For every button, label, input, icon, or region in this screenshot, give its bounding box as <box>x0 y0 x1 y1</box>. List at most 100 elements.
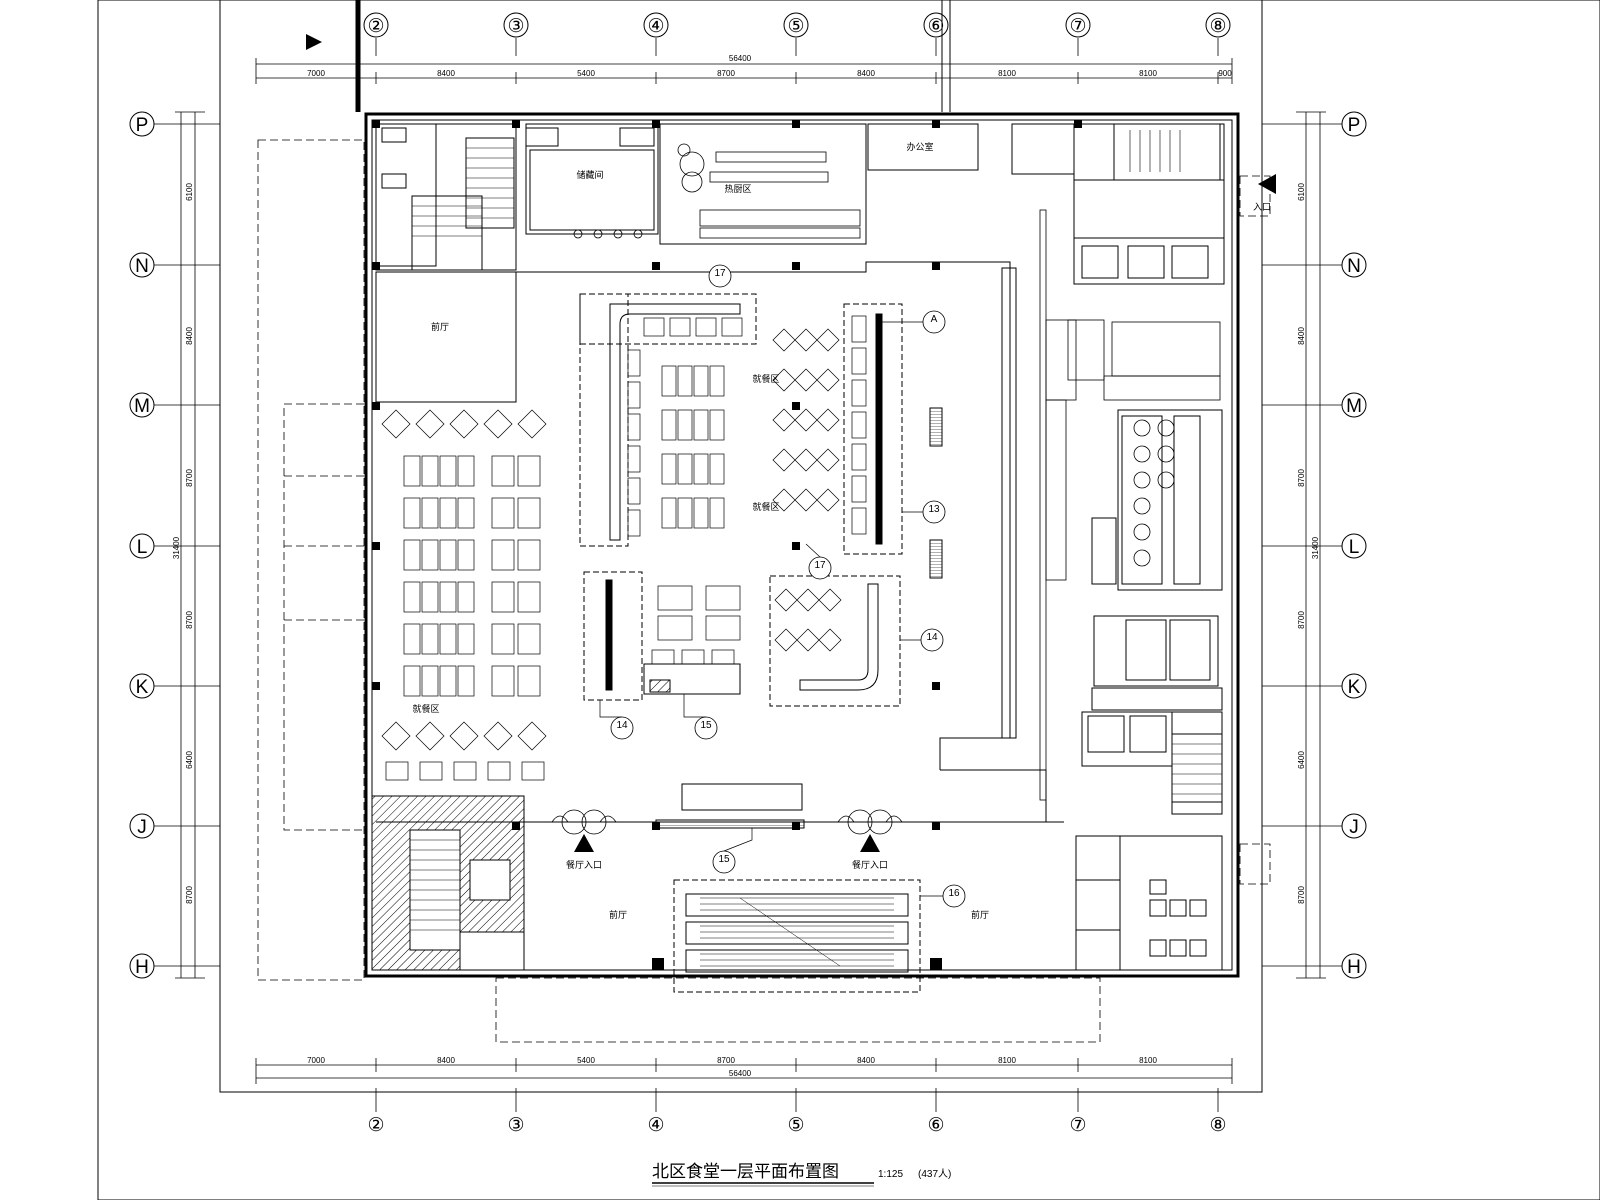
callout-14a: 14 <box>926 632 938 643</box>
table-block <box>657 615 693 641</box>
booth-seat <box>385 761 409 781</box>
top-total-dim: 56400 <box>729 54 752 63</box>
round-table <box>517 409 547 439</box>
callout-13: 13 <box>928 504 940 515</box>
col-label-bottom-6: ⑥ <box>927 1115 944 1136</box>
round-table <box>517 721 547 751</box>
round-table <box>772 328 796 352</box>
row-label-right-L: L <box>1349 537 1360 558</box>
callout-leaders <box>599 321 943 897</box>
table-block <box>491 623 515 655</box>
table-block <box>517 497 541 529</box>
counter-seat <box>851 347 867 375</box>
nw-core <box>375 123 517 271</box>
entrance-label-2: 餐厅入口 <box>852 859 888 870</box>
column-bubbles-top <box>363 12 1231 38</box>
round-table <box>772 488 796 512</box>
kitchen-label: 热厨区 <box>724 183 751 194</box>
counter-seat <box>627 445 641 473</box>
table-seat <box>421 665 439 697</box>
table-seat <box>709 409 725 441</box>
row-label-right-P: P <box>1348 115 1361 136</box>
callout-15b: 15 <box>718 854 730 865</box>
booth-seat <box>521 761 545 781</box>
row-label-left-L: L <box>137 537 148 558</box>
table-seat <box>693 497 709 529</box>
counter-seat <box>851 379 867 407</box>
table-seat <box>457 539 475 571</box>
counter-seat <box>627 413 641 441</box>
callout-bubbles <box>610 264 966 908</box>
left-dim-3: 8700 <box>185 469 194 487</box>
west-dining-label: 就餐区 <box>412 703 439 714</box>
round-table <box>796 628 820 652</box>
office-label: 办公室 <box>906 141 933 152</box>
booth-seat <box>453 761 477 781</box>
col-label-top-4: ④ <box>647 16 664 37</box>
right-dim-total: 31400 <box>1311 536 1320 559</box>
left-dim-total: 31400 <box>172 536 181 559</box>
round-table <box>774 588 798 612</box>
booth-seat <box>651 649 675 665</box>
round-table <box>794 488 818 512</box>
round-table <box>483 721 513 751</box>
bottom-dim-4: 8700 <box>717 1056 735 1065</box>
main-dining-walls <box>376 261 1064 823</box>
callout-17a: 17 <box>714 268 726 279</box>
col-label-bottom-2: ② <box>367 1115 384 1136</box>
table-seat <box>421 623 439 655</box>
table-seat <box>661 497 677 529</box>
col-label-top-6: ⑥ <box>927 16 944 37</box>
counter-seat <box>721 317 743 337</box>
bottom-dim-6: 8100 <box>998 1056 1016 1065</box>
title-capacity: (437人) <box>918 1168 951 1180</box>
round-table <box>794 448 818 472</box>
center-dining-label-2: 就餐区 <box>752 501 779 512</box>
table-seat <box>693 365 709 397</box>
table-seat <box>677 453 693 485</box>
col-label-bottom-3: ③ <box>507 1115 524 1136</box>
booth-seat <box>419 761 443 781</box>
table-seat <box>403 497 421 529</box>
left-dim-6: 8700 <box>185 886 194 904</box>
row-label-left-M: M <box>134 396 150 417</box>
table-seat <box>693 409 709 441</box>
counter-seat <box>851 443 867 471</box>
table-seat <box>403 581 421 613</box>
round-table <box>816 408 840 432</box>
table-seat <box>457 581 475 613</box>
right-dim-4: 8700 <box>1297 611 1306 629</box>
round-table <box>816 328 840 352</box>
nw-lobby <box>375 271 517 403</box>
table-seat <box>421 539 439 571</box>
top-dim-8: 900 <box>1218 69 1232 78</box>
table-seat <box>403 623 421 655</box>
right-dim-5: 6400 <box>1297 751 1306 769</box>
round-table <box>772 368 796 392</box>
right-dim-6: 8700 <box>1297 886 1306 904</box>
left-dim-5: 6400 <box>185 751 194 769</box>
row-label-right-M: M <box>1346 396 1362 417</box>
top-dim-6: 8100 <box>998 69 1016 78</box>
table-seat <box>693 453 709 485</box>
row-bubbles-left <box>129 111 155 979</box>
row-label-left-J: J <box>137 817 147 838</box>
left-dim-1: 6100 <box>185 183 194 201</box>
table-seat <box>403 539 421 571</box>
row-label-left-P: P <box>136 115 149 136</box>
col-label-top-8: ⑧ <box>1209 16 1226 37</box>
right-dimensions <box>1296 111 1326 979</box>
table-seat <box>439 539 457 571</box>
round-table <box>818 628 842 652</box>
row-label-left-N: N <box>135 256 149 277</box>
top-dim-7: 8100 <box>1139 69 1157 78</box>
table-seat <box>709 453 725 485</box>
storage-label: 储藏间 <box>576 169 603 180</box>
right-dim-2: 8400 <box>1297 327 1306 345</box>
round-table <box>818 588 842 612</box>
table-block <box>491 539 515 571</box>
east-kitchen-strip <box>1039 209 1221 801</box>
counter-seat <box>851 507 867 535</box>
table-seat <box>403 455 421 487</box>
drawing-title: 北区食堂一层平面布置图 1:125 (437人) <box>652 1162 951 1187</box>
